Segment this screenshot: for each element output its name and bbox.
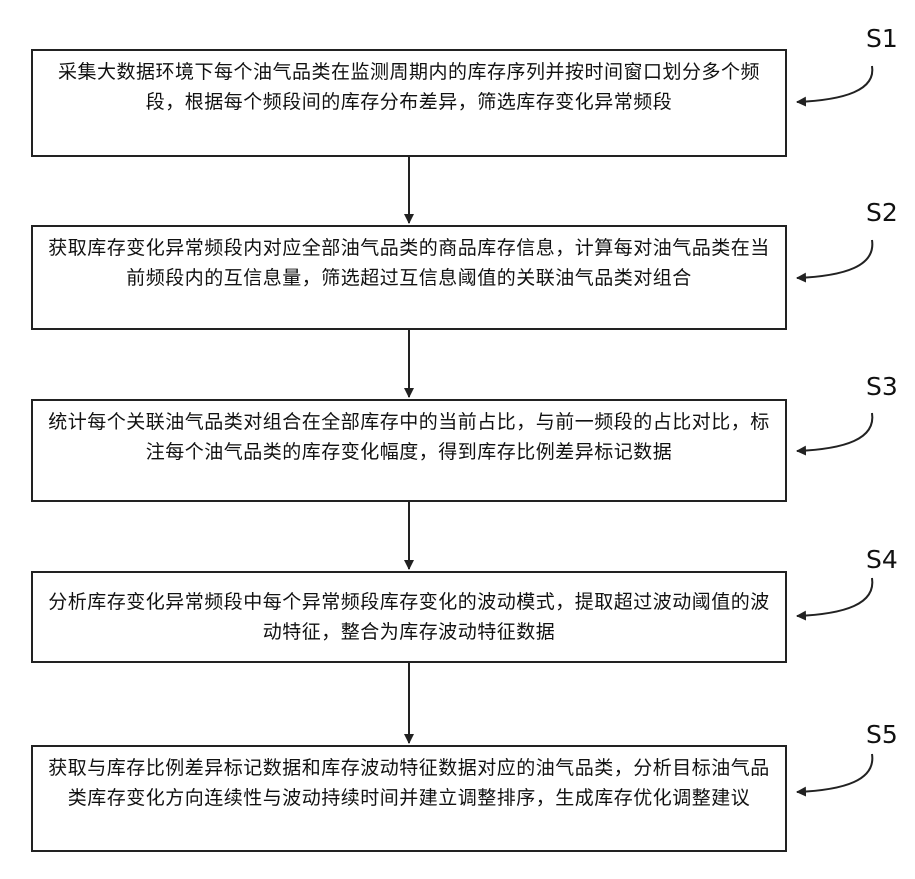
step-label-s1: S1 xyxy=(866,24,898,53)
step-label-s2: S2 xyxy=(866,198,898,227)
step-box-s3: 统计每个关联油气品类对组合在全部库存中的当前占比，与前一频段的占比对比，标注每个… xyxy=(31,399,787,502)
step-text-s5: 获取与库存比例差异标记数据和库存波动特征数据对应的油气品类，分析目标油气品类库存… xyxy=(33,747,785,819)
step-text-s1: 采集大数据环境下每个油气品类在监测周期内的库存序列并按时间窗口划分多个频段，根据… xyxy=(33,51,785,123)
step-box-s2: 获取库存变化异常频段内对应全部油气品类的商品库存信息，计算每对油气品类在当前频段… xyxy=(31,225,787,330)
step-box-s5: 获取与库存比例差异标记数据和库存波动特征数据对应的油气品类，分析目标油气品类库存… xyxy=(31,745,787,852)
step-text-s4: 分析库存变化异常频段中每个异常频段库存变化的波动模式，提取超过波动阈值的波动特征… xyxy=(33,573,785,653)
step-label-s5: S5 xyxy=(866,720,898,749)
label-pointer-s4 xyxy=(797,578,872,616)
step-label-s4: S4 xyxy=(866,545,898,574)
step-text-s2: 获取库存变化异常频段内对应全部油气品类的商品库存信息，计算每对油气品类在当前频段… xyxy=(33,227,785,299)
step-box-s4: 分析库存变化异常频段中每个异常频段库存变化的波动模式，提取超过波动阈值的波动特征… xyxy=(31,571,787,663)
label-pointer-s2 xyxy=(797,240,872,278)
label-pointer-s5 xyxy=(797,754,872,792)
label-pointer-s3 xyxy=(797,413,872,451)
label-pointer-s1 xyxy=(797,66,872,102)
step-box-s1: 采集大数据环境下每个油气品类在监测周期内的库存序列并按时间窗口划分多个频段，根据… xyxy=(31,49,787,157)
step-text-s3: 统计每个关联油气品类对组合在全部库存中的当前占比，与前一频段的占比对比，标注每个… xyxy=(33,401,785,473)
step-label-s3: S3 xyxy=(866,372,898,401)
